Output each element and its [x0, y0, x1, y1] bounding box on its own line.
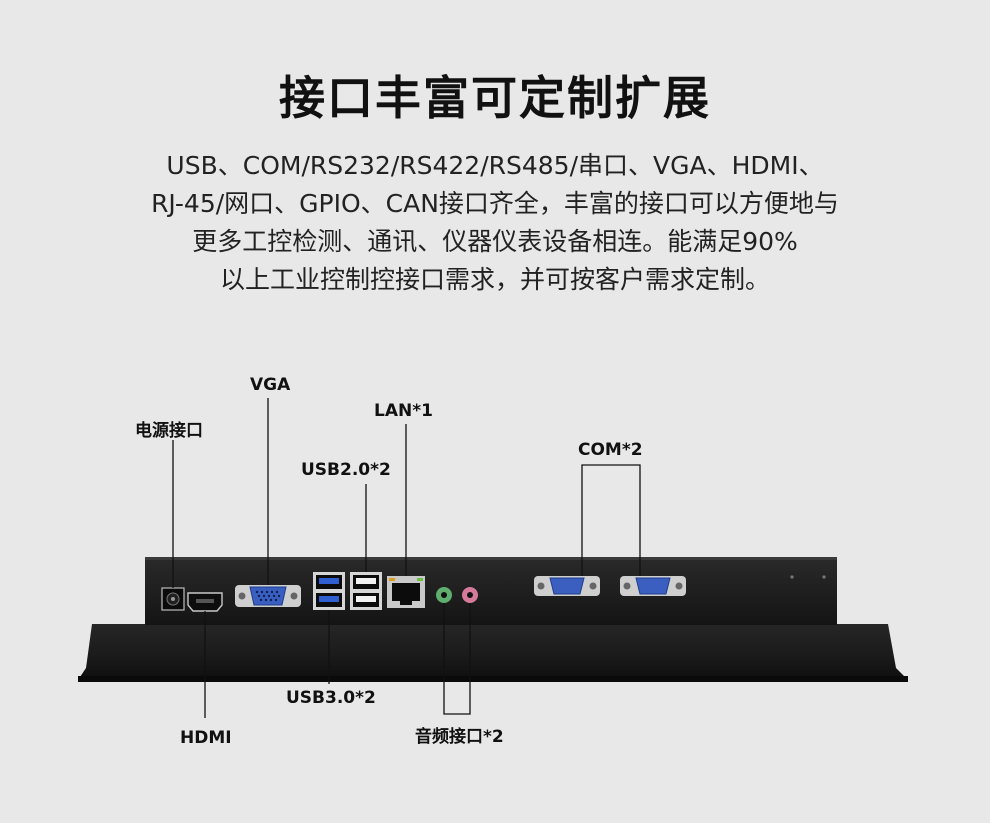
usb3-label: USB3.0*2 [286, 688, 376, 708]
com-leader-line [581, 464, 641, 576]
usb3-port-icon [313, 572, 345, 610]
audio-label: 音频接口*2 [415, 727, 504, 747]
vga-label: VGA [250, 375, 291, 395]
power-port-label: 电源接口 [135, 421, 203, 441]
audio-leader-line [443, 603, 471, 715]
hdmi-label: HDMI [180, 728, 232, 748]
dc-power-jack-icon [161, 587, 185, 611]
device-bezel [78, 624, 908, 682]
screw-hole-icon [790, 575, 794, 579]
db9-serial-port-icon [534, 576, 686, 596]
page-title: 接口丰富可定制扩展 [279, 71, 711, 125]
screw-hole-icon [822, 575, 826, 579]
description-line-1: USB、COM/RS232/RS422/RS485/串口、VGA、HDMI、 [166, 151, 824, 180]
vga-port-icon [235, 585, 301, 607]
usb2-label: USB2.0*2 [301, 460, 391, 480]
description-line-2: RJ-45/网口、GPIO、CAN接口齐全，丰富的接口可以方便地与 [151, 189, 839, 218]
lan-label: LAN*1 [374, 401, 433, 421]
rj45-port-icon [387, 576, 425, 608]
leader-lines [172, 398, 641, 718]
audio-jack-icon [436, 587, 478, 603]
description-line-4: 以上工业控制控接口需求，并可按客户需求定制。 [219, 265, 770, 294]
hdmi-port-icon [187, 592, 223, 612]
description-line-3: 更多工控检测、通讯、仪器仪表设备相连。能满足90% [192, 227, 798, 256]
com-label: COM*2 [578, 440, 643, 460]
usb2-port-icon [350, 572, 382, 610]
